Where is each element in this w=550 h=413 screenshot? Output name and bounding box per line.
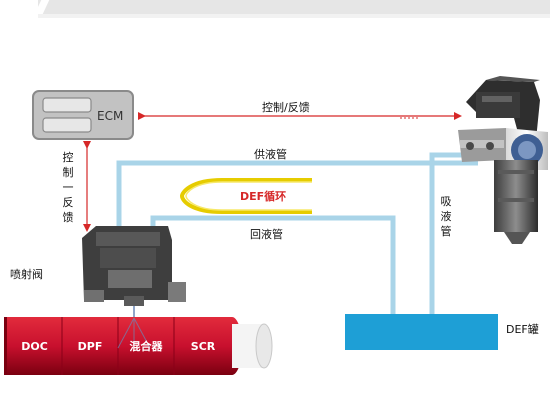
suction-pipe: [429, 152, 478, 340]
def-tank-label: DEF罐: [506, 323, 539, 336]
control-feedback-label: 控制/反馈: [262, 101, 310, 114]
ecm-label: ECM: [97, 109, 124, 123]
segment-mixer: 混合器: [129, 340, 163, 353]
injector-label: 喷射阀: [10, 268, 43, 281]
ecm-module: [32, 90, 134, 140]
def-loop-arrow: [179, 178, 312, 214]
dosing-pump: [458, 76, 548, 244]
supply-pipe: [116, 160, 478, 256]
control-feedback-vertical-label: 控 制 一 反 馈: [62, 151, 74, 224]
def-loop-label: DEF循环: [240, 190, 287, 203]
segment-doc: DOC: [21, 339, 48, 353]
injector-valve: [82, 226, 186, 318]
exhaust-pipe: [4, 317, 273, 375]
def-tank: [345, 314, 498, 350]
suction-pipe-label: 吸 液 管: [440, 195, 452, 238]
segment-dpf: DPF: [77, 339, 103, 353]
return-pipe-label: 回液管: [250, 228, 283, 241]
top-stripe-shadow: [0, 14, 550, 18]
top-stripe: [0, 0, 550, 14]
corner-cutout: [0, 0, 38, 20]
supply-pipe-label: 供液管: [254, 148, 287, 161]
segment-scr: SCR: [190, 339, 216, 353]
